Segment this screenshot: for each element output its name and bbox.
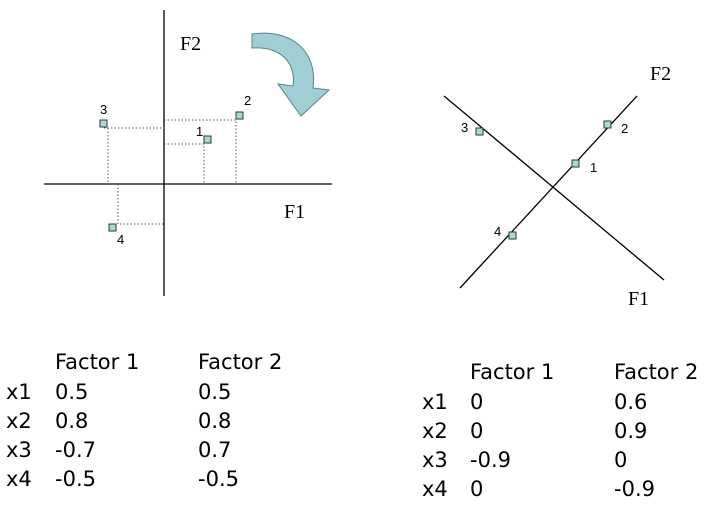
- cell-factor-2: 0.5: [198, 380, 232, 404]
- header-factor-2: Factor 2: [614, 360, 699, 384]
- row-label: x3: [422, 448, 448, 472]
- right-point-2: [603, 120, 612, 129]
- cell-factor-1: 0: [470, 390, 484, 414]
- right-f1-axis-label: F1: [628, 288, 649, 310]
- right-plot: F2 F1 1 2 3 4: [443, 63, 671, 310]
- cell-factor-1: -0.7: [55, 438, 96, 462]
- left-point-1: [203, 135, 212, 144]
- right-point-2-label: 2: [621, 121, 628, 136]
- right-loadings-table: Factor 1 Factor 2 x1 0 0.6 x2 0 0.9 x3 -…: [418, 360, 712, 510]
- cell-factor-2: 0.9: [614, 419, 648, 443]
- cell-factor-1: 0: [470, 477, 484, 501]
- row-label: x1: [422, 390, 448, 414]
- left-point-2: [235, 111, 244, 120]
- left-point-1-label: 1: [196, 124, 203, 139]
- right-point-4-label: 4: [494, 224, 501, 239]
- row-label: x1: [6, 380, 32, 404]
- cell-factor-2: -0.9: [614, 477, 655, 501]
- right-point-1: [571, 159, 580, 168]
- row-label: x3: [6, 438, 32, 462]
- left-point-3: [99, 119, 108, 128]
- left-projection-lines: [104, 119, 237, 225]
- left-point-4-label: 4: [117, 232, 124, 247]
- row-label: x4: [6, 467, 32, 491]
- cell-factor-2: 0.7: [198, 438, 232, 462]
- cell-factor-1: -0.5: [55, 467, 96, 491]
- cell-factor-2: 0.8: [198, 409, 232, 433]
- right-point-3: [475, 127, 484, 136]
- left-point-4: [108, 223, 117, 232]
- right-point-1-label: 1: [590, 160, 597, 175]
- header-factor-1: Factor 1: [55, 350, 140, 374]
- header-factor-2: Factor 2: [198, 350, 283, 374]
- left-plot: F2 F1 1 2 3 4: [44, 10, 332, 296]
- cell-factor-1: 0.5: [55, 380, 89, 404]
- right-f1-axis: [443, 95, 665, 281]
- right-f2-axis-label: F2: [650, 63, 671, 85]
- rotation-arrow-icon: [251, 32, 331, 117]
- cell-factor-2: -0.5: [198, 467, 239, 491]
- row-label: x2: [6, 409, 32, 433]
- factor-rotation-diagram: F2 F1 1 2 3 4 F2 F1: [44, 10, 671, 310]
- right-point-3-label: 3: [461, 120, 468, 135]
- cell-factor-1: -0.9: [470, 448, 511, 472]
- right-data-points: [475, 120, 612, 240]
- left-data-points: [99, 111, 244, 232]
- cell-factor-2: 0: [614, 448, 628, 472]
- right-point-4: [508, 231, 517, 240]
- left-point-3-label: 3: [100, 102, 107, 117]
- cell-factor-1: 0: [470, 419, 484, 443]
- row-label: x4: [422, 477, 448, 501]
- left-point-2-label: 2: [244, 93, 251, 108]
- left-f2-axis-label: F2: [180, 33, 201, 55]
- cell-factor-1: 0.8: [55, 409, 89, 433]
- left-loadings-table: Factor 1 Factor 2 x1 0.5 0.5 x2 0.8 0.8 …: [0, 350, 330, 500]
- row-label: x2: [422, 419, 448, 443]
- left-f1-axis-label: F1: [284, 201, 305, 223]
- header-factor-1: Factor 1: [470, 360, 555, 384]
- cell-factor-2: 0.6: [614, 390, 648, 414]
